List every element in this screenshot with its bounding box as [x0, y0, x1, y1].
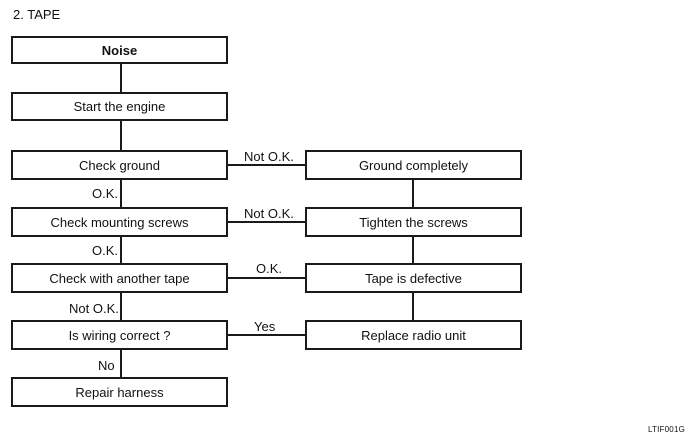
- node-noise: Noise: [11, 36, 228, 64]
- node-ground-completely: Ground completely: [305, 150, 522, 180]
- node-start-engine: Start the engine: [11, 92, 228, 121]
- node-tape-defective: Tape is defective: [305, 263, 522, 293]
- node-tighten-screws: Tighten the screws: [305, 207, 522, 237]
- label-mounting-ok: O.K.: [92, 243, 119, 258]
- node-check-ground: Check ground: [11, 150, 228, 180]
- figure-code: LTIF001G: [648, 425, 686, 434]
- node-replace-radio-unit: Replace radio unit: [305, 320, 522, 350]
- label-mounting-not-ok: Not O.K.: [244, 206, 294, 221]
- label-tape-not-ok: Not O.K.: [69, 301, 119, 316]
- node-repair-harness: Repair harness: [11, 377, 228, 407]
- section-title: 2. TAPE: [13, 7, 61, 22]
- label-ground-not-ok: Not O.K.: [244, 149, 294, 164]
- label-tape-ok: O.K.: [256, 261, 283, 276]
- label-wiring-yes: Yes: [254, 319, 276, 334]
- label-ground-ok: O.K.: [92, 186, 119, 201]
- node-check-another-tape: Check with another tape: [11, 263, 228, 293]
- node-check-mounting-screws: Check mounting screws: [11, 207, 228, 237]
- label-wiring-no: No: [98, 358, 115, 373]
- node-wiring-correct: Is wiring correct ?: [11, 320, 228, 350]
